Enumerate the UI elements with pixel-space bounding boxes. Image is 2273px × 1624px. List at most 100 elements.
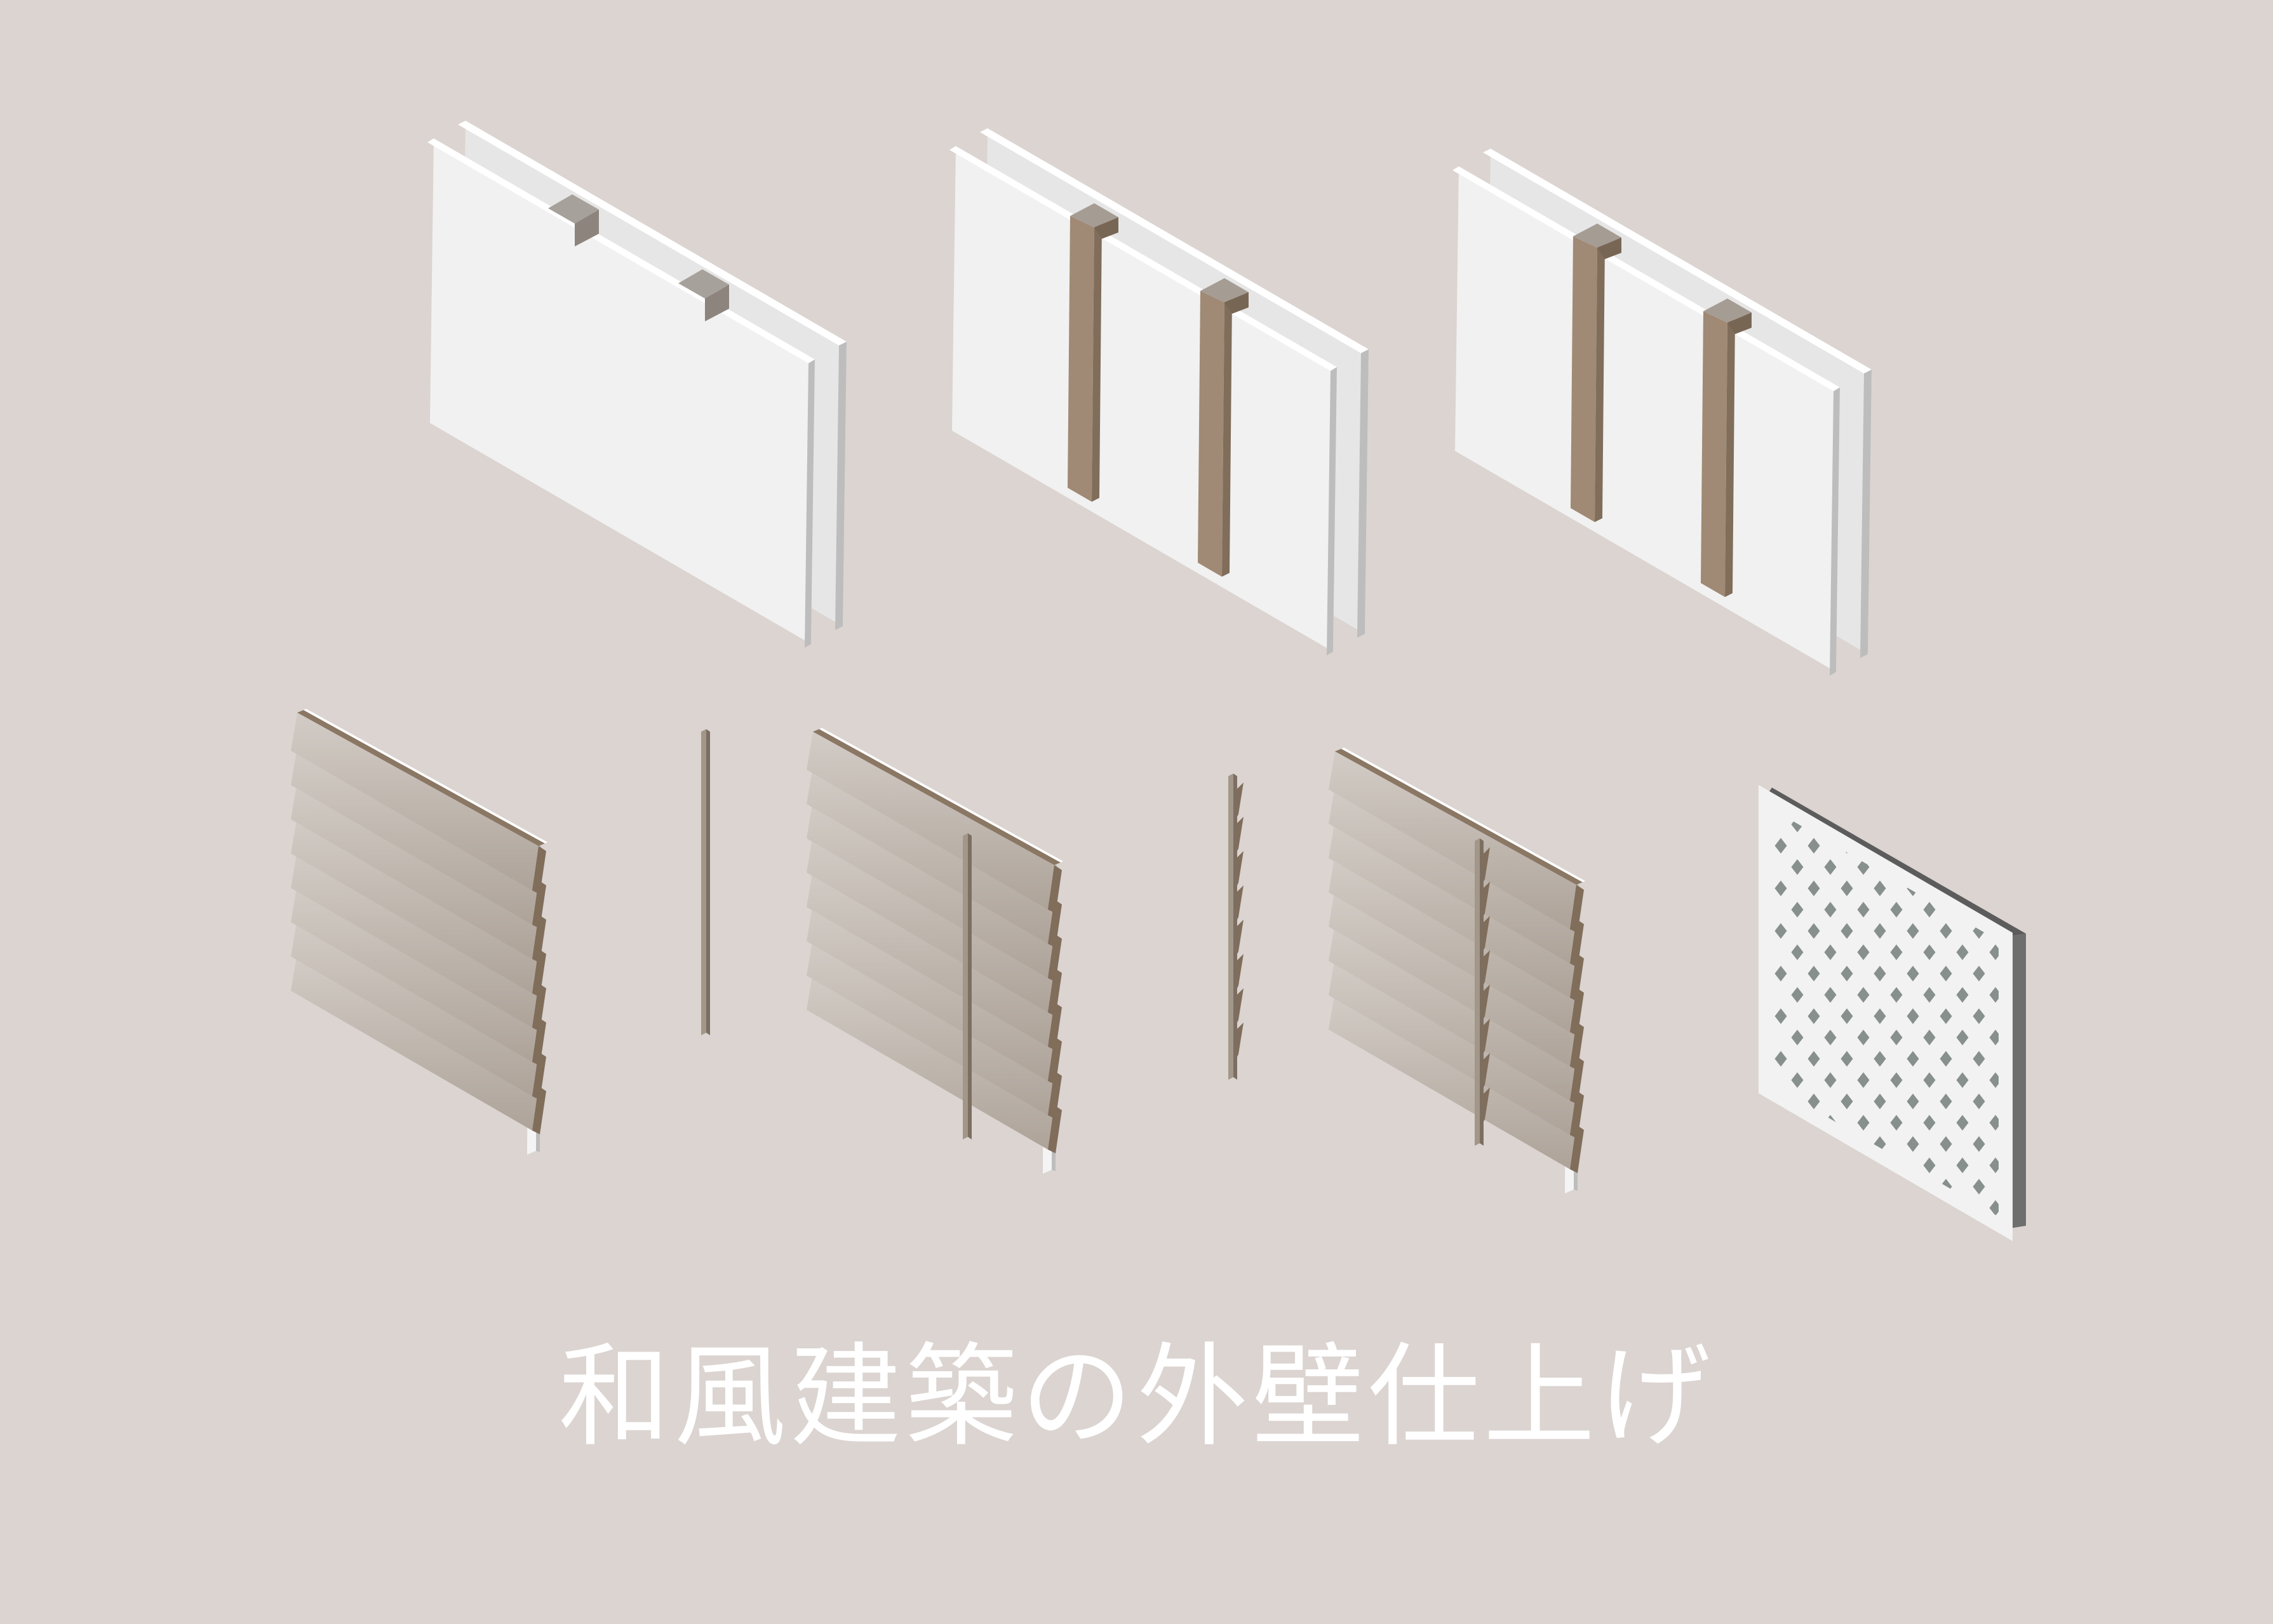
siding-board (291, 747, 539, 925)
lattice-frame (1759, 784, 2013, 1242)
batten-side (706, 729, 710, 1035)
batten-notch (1484, 847, 1490, 882)
siding-board-end (532, 1052, 546, 1100)
post-face (1571, 236, 1597, 522)
siding-board-end (1570, 1022, 1584, 1070)
batten-notch (1484, 1087, 1490, 1122)
siding-board (1329, 786, 1576, 963)
plaster-wall-with-posts-exposed (1452, 149, 1872, 676)
wall-back-edge (1860, 370, 1872, 658)
siding-board-end (1048, 934, 1062, 982)
post-side (1222, 299, 1232, 577)
lattice-bar (1924, 797, 2006, 1229)
page-title: 和風建築の外壁仕上げ (558, 1332, 1715, 1462)
siding-board (807, 869, 1054, 1047)
batten-face (1228, 774, 1233, 1080)
siding-board (807, 800, 1054, 978)
siding-board-end (532, 983, 546, 1031)
siding-board (1329, 889, 1576, 1066)
post-cap-side (1224, 292, 1249, 314)
post-side (1595, 244, 1605, 522)
batten-notch (1237, 817, 1244, 851)
lattice-bar (2129, 762, 2273, 1270)
siding-with-notched-battens (1329, 748, 1585, 1193)
siding-board (807, 937, 1054, 1115)
siding-board-end (1570, 953, 1584, 1002)
batten-notch (1237, 782, 1244, 817)
wall-back-top (458, 121, 847, 346)
post-face (1701, 311, 1727, 597)
siding-board-end (532, 949, 546, 997)
post-notch-top (678, 269, 729, 299)
batten-notch (1484, 1019, 1490, 1053)
post-notch-side (705, 285, 729, 321)
batten-notch (1484, 950, 1490, 984)
batten-notch (1484, 984, 1490, 1019)
siding-board (1329, 820, 1576, 998)
siding-board (291, 884, 539, 1062)
siding-board-end (1048, 1105, 1062, 1153)
post-cap-side (1727, 312, 1752, 334)
siding-batten (963, 833, 972, 1139)
lattice-bar (2228, 762, 2273, 1270)
siding-board (291, 918, 539, 1096)
batten-side (968, 833, 972, 1139)
batten-notch (1237, 885, 1244, 920)
lattice-bar (2030, 762, 2273, 1270)
lattice-bar (2063, 762, 2273, 1270)
siding-top-edge (297, 710, 545, 846)
wall-front-face (952, 146, 1337, 652)
siding-board-end (532, 846, 546, 894)
siding-board (291, 953, 539, 1131)
post-cap-side (1597, 238, 1621, 259)
batten-face (701, 729, 706, 1035)
siding-top-highlight (819, 728, 1063, 862)
siding-board (1329, 957, 1576, 1135)
batten-notch (1237, 954, 1244, 988)
lattice-bar (2195, 762, 2273, 1270)
siding-board (291, 713, 539, 890)
siding-board (291, 815, 539, 993)
post-side (1725, 319, 1735, 597)
siding-board (1329, 854, 1576, 1032)
siding-board-end (1570, 988, 1584, 1036)
post-notch-side (575, 210, 599, 246)
batten-notch (1237, 988, 1244, 1023)
batten-notch (1484, 1053, 1490, 1087)
siding-board-end (532, 915, 546, 963)
wall-front-top (949, 146, 1337, 371)
siding-board-end (1570, 919, 1584, 967)
lattice-bar (2228, 762, 2273, 1270)
post-side (1092, 224, 1102, 502)
siding-board (1329, 751, 1576, 929)
siding-board-end (1048, 865, 1062, 913)
siding-top-edge (1335, 749, 1583, 885)
siding-board (1329, 923, 1576, 1101)
vertical-batten-strip (701, 729, 710, 1035)
lattice-bar (2096, 762, 2273, 1270)
batten-face (1475, 838, 1480, 1146)
siding-top-highlight (1341, 748, 1585, 882)
siding-board-end (1570, 885, 1584, 933)
wall-back-edge (1357, 349, 1369, 638)
wall-front-edge (1830, 387, 1840, 676)
post-top (1200, 278, 1249, 302)
batten-notch (1484, 916, 1490, 950)
lattice-frame-top (1766, 788, 2026, 937)
wall-back-top (1483, 149, 1872, 373)
siding-board-end (1570, 1056, 1584, 1104)
post-face (1068, 216, 1094, 502)
lattice-bar (2129, 762, 2273, 1270)
siding-board (807, 972, 1054, 1150)
lattice-bar (2096, 762, 2273, 1270)
post-face (1198, 291, 1224, 577)
lattice-bar (1990, 797, 2006, 1229)
wall-back-edge (835, 342, 847, 630)
wall-back-top (980, 128, 1369, 353)
siding-board (1329, 991, 1576, 1169)
siding-board-end (1048, 1037, 1062, 1085)
siding-board (807, 732, 1054, 909)
siding-with-battens (807, 728, 1063, 1174)
